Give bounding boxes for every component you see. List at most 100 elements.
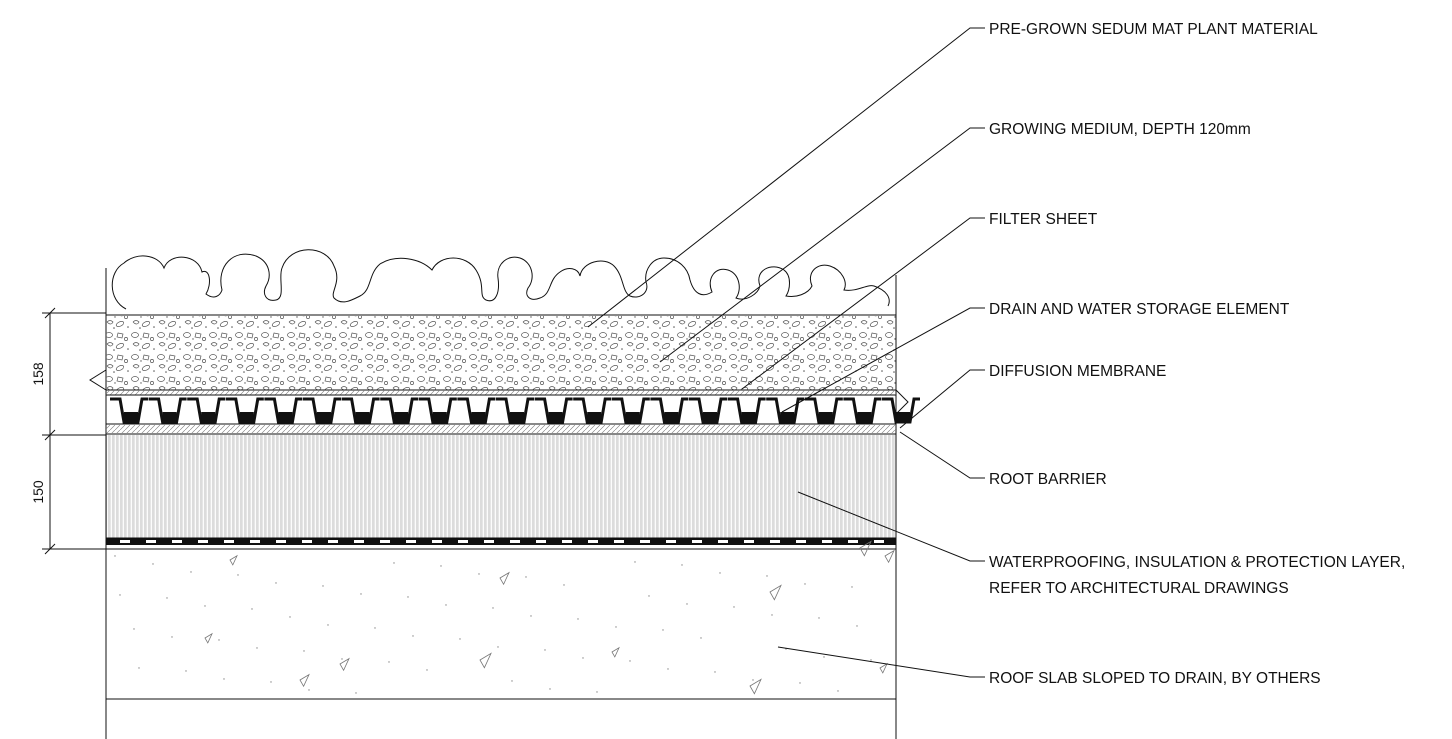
slab-aggregate-dot <box>185 670 187 672</box>
drain-cup-fill <box>857 412 872 422</box>
drain-cup-fill <box>625 412 640 422</box>
drain-cup-fill <box>896 412 910 422</box>
leader-lines <box>587 27 985 678</box>
drain-cup-fill <box>471 412 486 422</box>
label-growing-medium: GROWING MEDIUM, DEPTH 120mm <box>989 121 1251 138</box>
slab-aggregate-dot <box>629 660 631 662</box>
slab-aggregate-dot <box>190 571 192 573</box>
slab-aggregate-dot <box>596 691 598 693</box>
waterproofing-mark <box>822 540 832 543</box>
leader-filter-sheet <box>741 217 985 390</box>
slab-aggregate-dot <box>700 637 702 639</box>
slab-aggregate-dot <box>341 658 343 660</box>
slab-aggregate-dot <box>374 627 376 629</box>
slab-aggregate-dot <box>686 603 688 605</box>
waterproofing-mark <box>848 540 858 543</box>
waterproofing-marks <box>120 540 884 543</box>
slab-aggregate-triangle <box>879 662 888 674</box>
slab-aggregate-triangle <box>339 657 350 672</box>
slab-aggregate-dot <box>256 647 258 649</box>
waterproofing-mark <box>744 540 754 543</box>
slab-aggregate-dot <box>237 574 239 576</box>
drain-storage-element <box>110 397 920 424</box>
drain-cup-fill <box>278 412 293 422</box>
slab-aggregate-dot <box>771 614 773 616</box>
leader-roof-slab <box>777 646 985 678</box>
slab-aggregate-triangle <box>769 584 782 601</box>
slab-aggregate-triangle <box>229 554 238 566</box>
slab-aggregate-dot <box>218 639 220 641</box>
slab-aggregate-triangle <box>299 673 310 688</box>
diffusion-membrane-fill <box>106 425 896 433</box>
slab-aggregate-dot <box>856 625 858 627</box>
slab-aggregate-dot <box>582 657 584 659</box>
waterproofing-mark <box>302 540 312 543</box>
slab-aggregate-dot <box>440 565 442 567</box>
slab-aggregate-dot <box>478 573 480 575</box>
slab-aggregate-dot <box>152 563 154 565</box>
slab-aggregate-triangle <box>749 678 762 695</box>
drain-cup-fill <box>124 412 138 422</box>
slab-aggregate-triangle <box>204 632 213 644</box>
drain-cup-fill <box>432 412 447 422</box>
waterproofing-mark <box>484 540 494 543</box>
slab-aggregate-triangle <box>499 571 510 586</box>
slab-aggregate-dot <box>251 608 253 610</box>
waterproofing-mark <box>432 540 442 543</box>
slab-aggregate-dot <box>133 628 135 630</box>
dimension-tick-mid <box>44 429 56 441</box>
slab-aggregate-dot <box>360 593 362 595</box>
label-waterproofing-line2: REFER TO ARCHITECTURAL DRAWINGS <box>989 580 1289 597</box>
drain-cup-fill <box>741 412 756 422</box>
slab-aggregate-dot <box>171 636 173 638</box>
slab-aggregate-dot <box>322 585 324 587</box>
waterproofing-mark <box>250 540 260 543</box>
insulation-layer-fill <box>106 435 896 538</box>
slab-aggregate-dot <box>719 572 721 574</box>
drain-cup-fill <box>818 412 833 422</box>
drain-cup-fill <box>239 412 254 422</box>
slab-aggregate-dot <box>714 671 716 673</box>
drain-cup-fill <box>162 412 177 422</box>
slab-aggregate-dot <box>166 597 168 599</box>
slab-aggregate-dot <box>681 564 683 566</box>
dimension-tick-bottom <box>44 543 56 555</box>
waterproofing-mark <box>172 540 182 543</box>
slab-aggregate-dot <box>407 596 409 598</box>
drain-cup-fill <box>703 412 717 422</box>
waterproofing-mark <box>120 540 130 543</box>
slab-aggregate-dot <box>818 617 820 619</box>
leader-diffusion <box>899 369 985 429</box>
label-roof-slab: ROOF SLAB SLOPED TO DRAIN, BY OTHERS <box>989 670 1321 687</box>
slab-aggregate-dot <box>114 555 116 557</box>
waterproofing-mark <box>614 540 624 543</box>
slab-aggregate-dot <box>497 646 499 648</box>
slab-aggregate-dot <box>733 606 735 608</box>
slab-aggregate-dot <box>648 595 650 597</box>
slab-aggregate-dot <box>577 618 579 620</box>
waterproofing-mark <box>588 540 598 543</box>
slab-aggregate-dot <box>544 649 546 651</box>
slab-aggregate-dot <box>634 561 636 563</box>
drain-cup-fill <box>510 412 524 422</box>
drain-cup-fill <box>201 412 216 422</box>
slab-aggregate-dot <box>459 638 461 640</box>
waterproofing-mark <box>510 540 520 543</box>
dimension-lower: 150 <box>30 480 46 504</box>
waterproofing-mark <box>692 540 702 543</box>
waterproofing-mark <box>536 540 546 543</box>
leader-sedum <box>587 27 985 328</box>
waterproofing-mark <box>354 540 364 543</box>
waterproofing-mark <box>224 540 234 543</box>
slab-aggregate-dot <box>412 635 414 637</box>
dimension-tick-top <box>44 307 56 319</box>
waterproofing-mark <box>328 540 338 543</box>
waterproofing-mark <box>718 540 728 543</box>
sedum-plant-outline <box>111 249 890 310</box>
waterproofing-mark <box>198 540 208 543</box>
drain-cup-fill <box>587 412 602 422</box>
slab-aggregate-dot <box>804 583 806 585</box>
leader-growing-medium <box>659 127 985 363</box>
waterproofing-mark <box>770 540 780 543</box>
